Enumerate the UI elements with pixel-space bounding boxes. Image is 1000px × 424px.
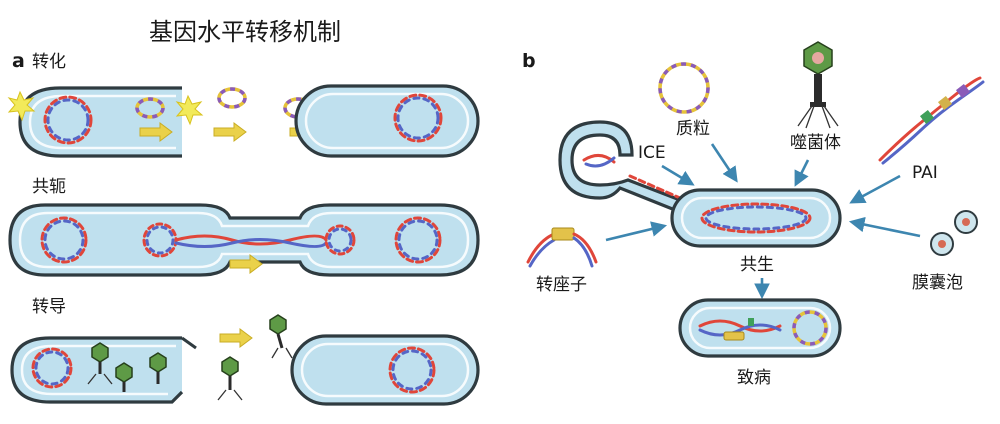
phage-icon: [115, 362, 133, 392]
vesicle-icon: [930, 210, 978, 256]
label-pathogenic: 致病: [737, 368, 771, 388]
yellow-arrow-icon: [139, 122, 173, 142]
central-cell: [670, 188, 842, 248]
transduction-row: [10, 314, 480, 406]
label-pai: PAI: [912, 163, 938, 183]
diagram-title: 基因水平转移机制: [149, 18, 341, 46]
pai-icon: [878, 76, 985, 165]
phage-icon: [149, 352, 167, 384]
arrow-transposon: [605, 221, 668, 242]
conjugation-row: [8, 203, 480, 277]
label-transposon: 转座子: [536, 275, 587, 295]
chromosome-icon: [393, 93, 443, 143]
phage-icon: [87, 342, 113, 385]
lysis-burst-icon: [175, 94, 204, 126]
arrow-ice: [661, 164, 695, 186]
row-label-transformation: 转化: [32, 52, 66, 72]
yellow-arrow-icon: [213, 122, 247, 142]
arrow-plasmid: [710, 143, 738, 183]
free-dna-fragment-icon: [217, 87, 247, 109]
label-phage: 噬菌体: [790, 133, 841, 153]
chromosome-icon: [31, 347, 73, 389]
plasmid-transfer-strand: [142, 222, 356, 258]
yellow-arrow-icon: [219, 328, 253, 348]
chromosome-icon: [394, 216, 442, 264]
label-symbiosis: 共生: [740, 255, 774, 275]
phage-source-icon: [797, 41, 839, 129]
panel-a-letter: a: [12, 50, 25, 72]
free-dna-fragment-icon: [135, 97, 165, 119]
arrow-vesicle: [848, 216, 921, 238]
row-label-transduction: 转导: [32, 297, 66, 317]
label-plasmid: 质粒: [676, 119, 710, 139]
panel-b-letter: b: [522, 50, 536, 72]
label-ice: ICE: [638, 143, 666, 163]
transformation-row: [7, 84, 480, 158]
phage-icon: [217, 356, 243, 401]
arrow-phage: [794, 159, 810, 187]
pathogen-cell: [678, 298, 842, 358]
chromosome-icon: [388, 346, 436, 394]
label-vesicle: 膜囊泡: [912, 273, 963, 293]
chromosome-icon: [43, 95, 93, 145]
phage-icon: [269, 314, 293, 359]
recipient-cell: [290, 334, 480, 406]
ice-cell: [558, 120, 682, 215]
chromosome-icon: [40, 216, 88, 264]
arrow-pai: [849, 174, 901, 204]
row-label-conjugation: 共轭: [32, 177, 66, 197]
plasmid-icon: [658, 62, 710, 114]
yellow-arrow-icon: [229, 254, 263, 274]
lysis-burst-icon: [7, 90, 36, 122]
transposon-icon: [526, 227, 598, 268]
